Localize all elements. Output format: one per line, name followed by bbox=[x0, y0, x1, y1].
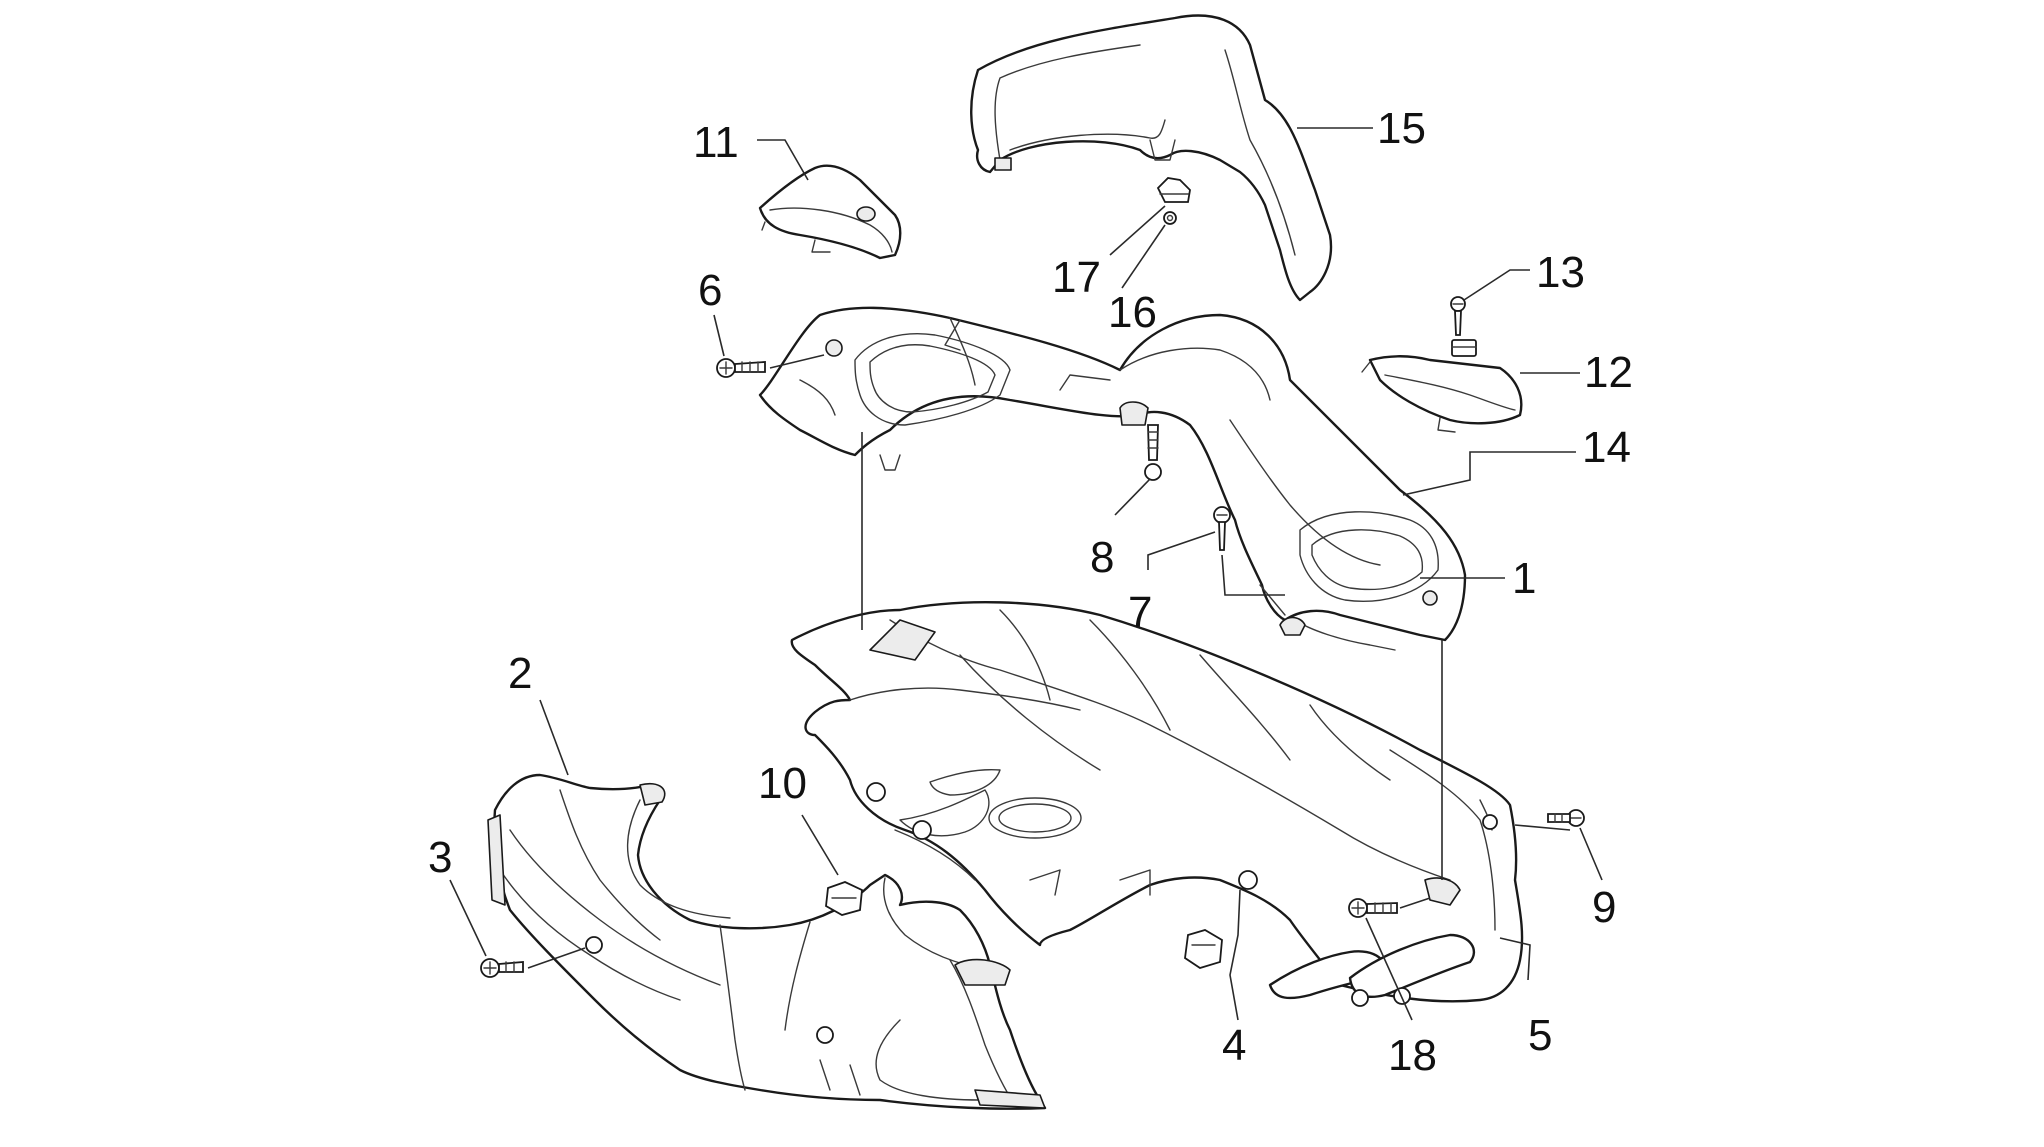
leader-7 bbox=[1147, 531, 1216, 570]
leader-14 bbox=[1402, 451, 1576, 496]
part-15-instrument-cover bbox=[970, 14, 1333, 302]
callout-13: 13 bbox=[1536, 248, 1585, 297]
leader-9b bbox=[1514, 824, 1571, 831]
leader-18 bbox=[1365, 917, 1413, 1021]
callout-15: 15 bbox=[1377, 104, 1426, 153]
leader-10 bbox=[801, 814, 839, 876]
leader-3b bbox=[527, 947, 586, 969]
leader-18b bbox=[1399, 897, 1431, 909]
part-5-lower-fin bbox=[1268, 933, 1476, 1007]
callout-5: 5 bbox=[1528, 1011, 1552, 1060]
callout-6: 6 bbox=[698, 266, 722, 315]
part-1-handlebar-rear-cover bbox=[758, 306, 1467, 651]
part-8-screw bbox=[1144, 424, 1162, 481]
leader-16 bbox=[1121, 224, 1166, 289]
leader-3 bbox=[449, 879, 487, 957]
part-2-front-shield bbox=[487, 773, 1047, 1110]
callout-3: 3 bbox=[428, 833, 452, 882]
leader-13 bbox=[1463, 269, 1530, 301]
part-11-small-cover bbox=[758, 164, 902, 260]
leader-7b bbox=[1221, 554, 1285, 596]
leader-9 bbox=[1579, 827, 1603, 881]
part-5-handlebar-front-cover bbox=[790, 601, 1524, 1003]
part-4-clip bbox=[1184, 929, 1223, 969]
part-13-screw bbox=[1450, 296, 1466, 336]
part-14-clip bbox=[1451, 339, 1477, 357]
part-6-screw bbox=[716, 358, 766, 378]
callout-18: 18 bbox=[1388, 1031, 1437, 1080]
callout-9: 9 bbox=[1592, 883, 1616, 932]
leader-4 bbox=[1229, 889, 1241, 1021]
callout-7: 7 bbox=[1128, 588, 1152, 637]
callout-12: 12 bbox=[1584, 348, 1633, 397]
part-18-screw bbox=[1348, 898, 1398, 918]
leader-2 bbox=[539, 699, 569, 776]
callout-17: 17 bbox=[1052, 253, 1101, 302]
part-3-screw bbox=[480, 958, 524, 978]
callout-8: 8 bbox=[1090, 533, 1114, 582]
leader-17 bbox=[1109, 205, 1166, 256]
leader-8 bbox=[1114, 478, 1151, 516]
part-10-clip bbox=[825, 881, 863, 916]
leader-5 bbox=[1499, 937, 1531, 981]
part-9-screw bbox=[1547, 809, 1585, 827]
part-17-clip bbox=[1156, 177, 1191, 203]
part-7-screw bbox=[1213, 506, 1231, 551]
callout-10: 10 bbox=[758, 759, 807, 808]
callout-14: 14 bbox=[1582, 423, 1631, 472]
part-12-small-plate bbox=[1361, 355, 1523, 433]
callout-11: 11 bbox=[693, 118, 739, 167]
callout-2: 2 bbox=[508, 649, 532, 698]
leader-6 bbox=[713, 314, 725, 357]
callout-16: 16 bbox=[1108, 288, 1157, 337]
callout-4: 4 bbox=[1222, 1021, 1246, 1070]
callout-1: 1 bbox=[1512, 554, 1536, 603]
leader-11 bbox=[757, 139, 809, 181]
part-16-nut bbox=[1163, 211, 1177, 225]
leader-6b bbox=[769, 354, 825, 369]
